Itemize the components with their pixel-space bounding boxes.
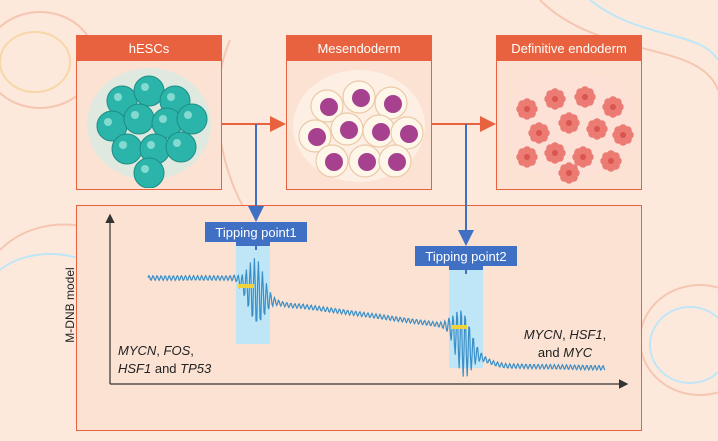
tipping-point2-label: Tipping point2: [415, 246, 517, 266]
hesc-cell: [151, 107, 183, 139]
endoderm-cell: [586, 118, 608, 140]
stage-title-definitive-endoderm: Definitive endoderm: [497, 36, 641, 61]
mesendoderm-cell: [378, 144, 412, 178]
stage-title-hescs: hESCs: [77, 36, 221, 61]
tipping-point1-label: Tipping point1: [205, 222, 307, 242]
genes-tipping-point1: MYCN, FOS, HSF1 and TP53: [118, 343, 212, 376]
mesendoderm-cell: [310, 89, 344, 123]
mesendoderm-cell: [374, 86, 408, 120]
m-dnb-model-panel: [76, 205, 642, 431]
endoderm-cell: [612, 124, 634, 146]
stage-title-mesendoderm: Mesendoderm: [287, 36, 431, 61]
hesc-cell: [96, 110, 128, 142]
hesc-cluster-illustration: [87, 68, 211, 188]
endoderm-cell: [600, 150, 622, 172]
mesendoderm-cell: [342, 80, 376, 114]
stage-panel-hescs: hESCs: [76, 35, 222, 190]
endoderm-cell: [516, 146, 538, 168]
endoderm-cell: [602, 96, 624, 118]
endoderm-cells-illustration: [503, 71, 635, 184]
mesendoderm-cells-illustration: [293, 70, 425, 182]
hesc-cell: [165, 131, 197, 163]
hesc-cell: [123, 103, 155, 135]
mesendoderm-cell: [348, 144, 382, 178]
mesendoderm-cell: [298, 119, 332, 153]
endoderm-cell: [544, 88, 566, 110]
endoderm-cell: [574, 86, 596, 108]
genes-tipping-point2: MYCN, HSF1, and MYC: [523, 327, 607, 360]
endoderm-cell: [558, 162, 580, 184]
endoderm-cell: [528, 122, 550, 144]
endoderm-cell: [516, 98, 538, 120]
mesendoderm-cell: [390, 116, 424, 150]
m-dnb-signal-wave: [147, 258, 606, 377]
tipping-marker-2: [451, 325, 467, 329]
stage-panel-mesendoderm: Mesendoderm: [286, 35, 432, 190]
y-axis-label: M-DNB model: [63, 267, 77, 343]
endoderm-cell: [558, 112, 580, 134]
endoderm-cell: [572, 146, 594, 168]
endoderm-cell: [544, 142, 566, 164]
hesc-cell: [133, 157, 165, 188]
hesc-cell: [176, 103, 208, 135]
tipping-marker-1: [238, 284, 254, 288]
mesendoderm-cell: [315, 144, 349, 178]
mesendoderm-cell: [362, 114, 396, 148]
stage-panel-definitive-endoderm: Definitive endoderm: [496, 35, 642, 190]
